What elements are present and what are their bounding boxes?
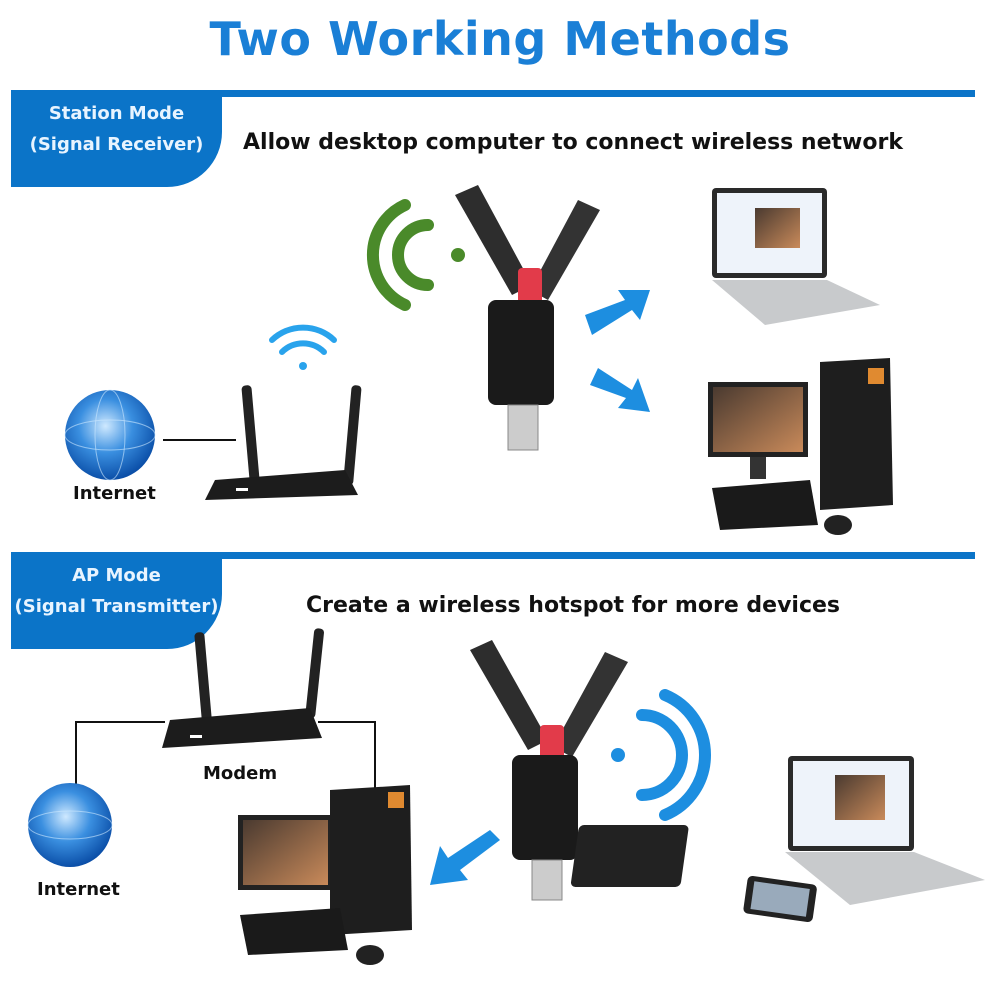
arrow-icon: [430, 830, 500, 885]
mode-subtitle: (Signal Transmitter): [14, 596, 219, 617]
mode-name: AP Mode: [72, 565, 161, 586]
phone-icon: [743, 875, 817, 923]
station-heading: Allow desktop computer to connect wirele…: [243, 130, 903, 155]
desktop-pc-icon: [708, 358, 893, 535]
internet-label: Internet: [37, 879, 120, 900]
connection-line: [318, 721, 376, 790]
connection-line: [75, 721, 165, 790]
router-icon: [162, 628, 324, 748]
usb-wifi-adapter: [455, 185, 600, 451]
wifi-icon: [269, 324, 337, 370]
wifi-signal-blue-icon: [611, 689, 711, 821]
page-title: Two Working Methods: [209, 12, 791, 66]
ap-mode-badge: AP Mode (Signal Transmitter): [11, 552, 222, 649]
router-icon: [205, 385, 362, 500]
globe-icon: [64, 389, 156, 481]
section-divider: [11, 90, 975, 97]
internet-label: Internet: [73, 483, 156, 504]
desktop-pc-icon: [238, 785, 412, 965]
arrow-icon: [585, 290, 650, 412]
section-divider: [11, 552, 975, 559]
mode-subtitle: (Signal Receiver): [29, 134, 204, 155]
modem-label: Modem: [203, 763, 277, 784]
laptop-icon: [712, 188, 880, 325]
tablet-icon: [570, 825, 689, 887]
ap-heading: Create a wireless hotspot for more devic…: [306, 593, 841, 618]
wifi-signal-green-icon: [366, 199, 465, 311]
usb-wifi-adapter: [470, 640, 628, 901]
mode-name: Station Mode: [48, 103, 185, 124]
station-mode-badge: Station Mode (Signal Receiver): [11, 90, 222, 187]
globe-icon: [27, 783, 113, 867]
laptop-icon: [785, 756, 985, 905]
